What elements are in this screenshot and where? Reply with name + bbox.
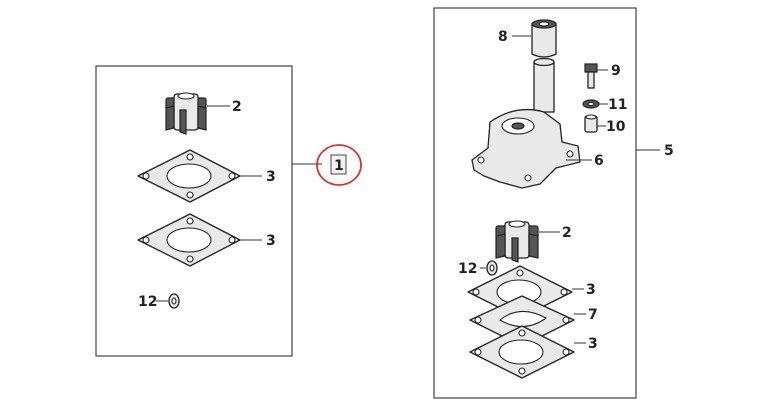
label-plate: 7 [588,307,598,323]
left-group-frame [95,65,293,357]
label-bolt: 9 [611,63,621,79]
grommet-part [531,19,557,58]
right-seal-part [486,260,498,276]
label-right-gasket-top: 3 [586,282,596,298]
right-group: 5 8 9 11 [433,7,674,399]
label-assembly: 5 [664,143,674,159]
washer-part [582,99,600,109]
gasket-top-part [137,149,241,203]
right-group-frame [433,7,637,399]
label-right-seal: 12 [458,261,477,277]
right-impeller-part [495,220,539,263]
impeller-part [165,92,207,135]
label-right-impeller: 2 [562,225,572,241]
label-impeller: 2 [232,99,242,115]
label-collar: 10 [606,119,626,135]
right-gasket-top-part [467,265,573,319]
collar-part [584,114,598,133]
bolt-part [584,63,598,89]
left-group: 2 3 3 12 1 [95,65,362,357]
label-washer: 11 [608,97,627,113]
seal-part [168,293,180,309]
label-right-gasket-bottom: 3 [588,336,598,352]
housing-part [471,108,581,189]
plate-part [469,295,575,347]
right-gasket-bottom-part [469,325,575,379]
tube-part [533,57,555,113]
callout-label: 1 [334,158,344,174]
highlight-circle [316,144,362,186]
callout-box [330,154,347,175]
label-housing: 6 [594,153,604,169]
label-gasket-bottom: 3 [266,233,276,249]
label-grommet: 8 [498,29,508,45]
gasket-bottom-part [137,213,241,267]
label-gasket-top: 3 [266,169,276,185]
label-seal: 12 [138,294,157,310]
